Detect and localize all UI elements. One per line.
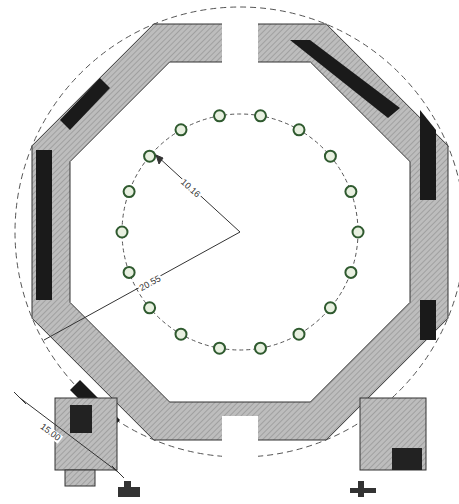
door-opening [222,20,258,68]
leader-lines [14,155,240,478]
column [294,329,305,340]
octagon-walls [32,20,448,464]
column [325,302,336,313]
column [124,267,135,278]
column [176,329,187,340]
wall-ring [32,24,448,440]
column [325,151,336,162]
column [214,343,225,354]
wall-fill [60,78,110,130]
column [294,124,305,135]
column [345,186,356,197]
dimension-label: 20.55 [137,273,163,293]
column [345,267,356,278]
dimension-label: 10.16 [178,176,202,199]
column [353,227,364,238]
wall-fill [290,40,400,118]
column [124,186,135,197]
column [144,151,155,162]
column [144,302,155,313]
column [214,110,225,121]
wall-fill [420,300,436,340]
door-opening [222,416,258,464]
wall-fill [420,110,436,200]
wall-fill [36,150,52,300]
outer-dashed-circle [15,7,459,457]
column [117,227,128,238]
column [255,343,266,354]
annex-walls [55,398,426,497]
column [176,124,187,135]
column [255,110,266,121]
